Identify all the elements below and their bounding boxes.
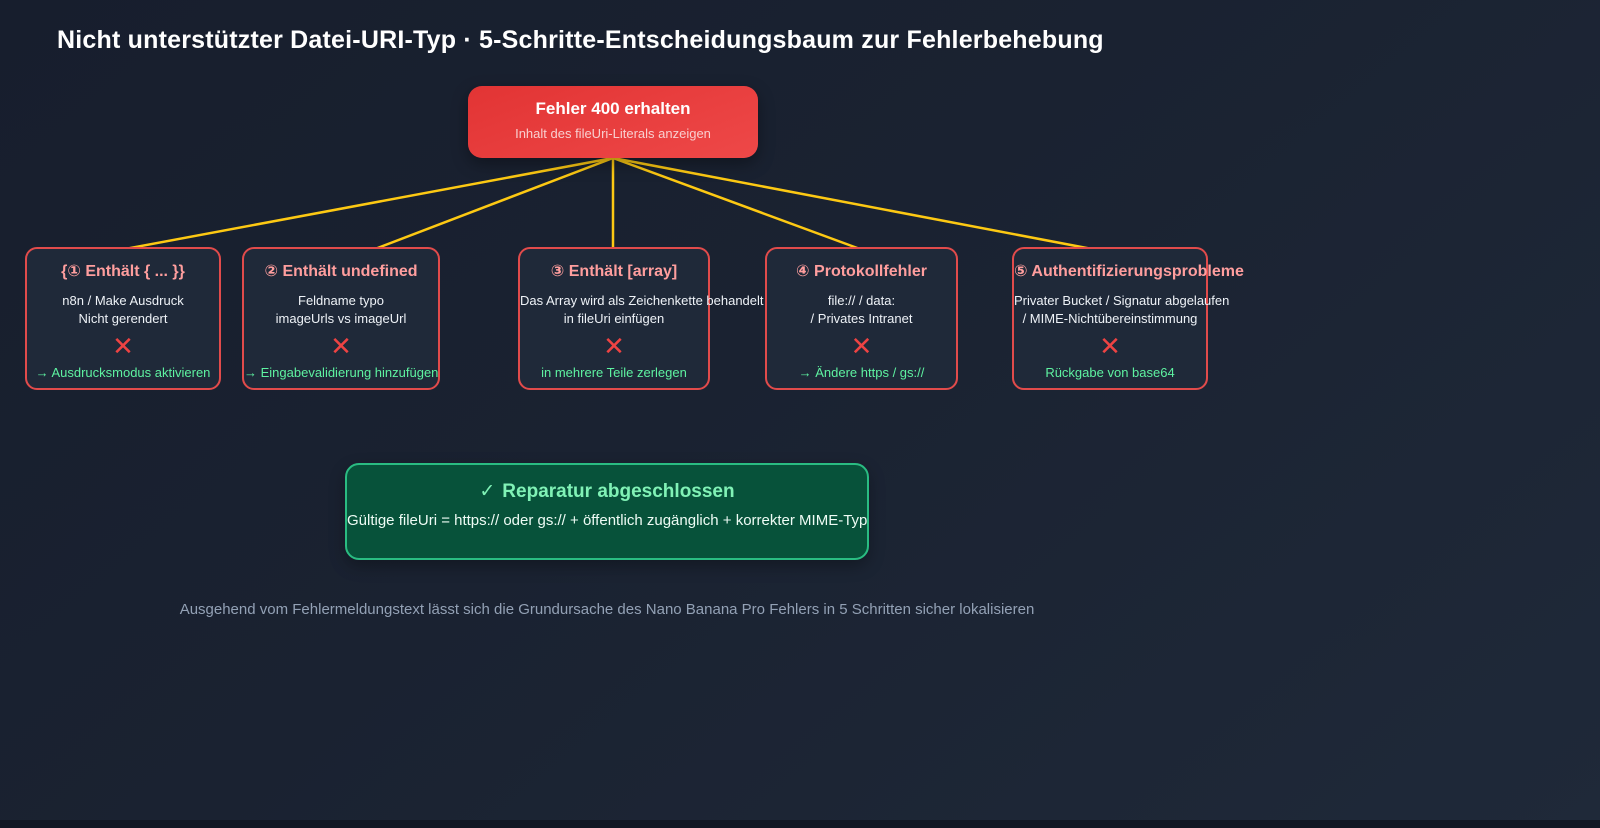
branch-node-2-undefined: ② Enthält undefined Feldname typo imageU… (242, 247, 440, 390)
page-title: Nicht unterstützter Datei-URI-Typ · 5-Sc… (57, 26, 1104, 54)
branch-title: ② Enthält undefined (264, 263, 418, 280)
branch-title: {① Enthält { ... }} (61, 263, 185, 280)
branch-detail-line: n8n / Make Ausdruck (62, 293, 184, 308)
fail-x-icon: ✕ (112, 331, 134, 361)
success-title-text: Reparatur abgeschlossen (502, 481, 735, 502)
fail-x-icon: ✕ (330, 331, 352, 361)
branch-detail-line: Feldname typo (298, 293, 384, 308)
connector-line-5 (611, 156, 1094, 251)
root-node-title: Fehler 400 erhalten (535, 99, 691, 118)
connector-line-2 (373, 156, 615, 251)
branch-title: ④ Protokollfehler (796, 263, 927, 280)
branch-node-5-auth: ⑤ Authentifizierungsprobleme Privater Bu… (1012, 247, 1244, 390)
branch-title: ⑤ Authentifizierungsprobleme (1014, 263, 1244, 280)
branch-node-4-protocol: ④ Protokollfehler file:// / data: / Priv… (765, 247, 958, 390)
branch-action: → Ausdrucksmodus aktivieren (35, 365, 211, 380)
connector-line-1 (123, 156, 615, 251)
branch-detail-line: imageUrls vs imageUrl (275, 310, 407, 326)
success-body: Gültige fileUri = https:// oder gs:// + … (347, 512, 868, 529)
branch-detail-line: Nicht gerendert (78, 310, 168, 326)
branch-detail-line: / Privates Intranet (810, 310, 913, 326)
branch-detail-line: in fileUri einfügen (563, 310, 665, 326)
footer-note: Ausgehend vom Fehlermeldungstext lässt s… (179, 601, 1035, 618)
fail-x-icon: ✕ (1099, 331, 1121, 361)
fail-x-icon: ✕ (603, 331, 625, 361)
branch-node-3-array: ③ Enthält [array] Das Array wird als Zei… (518, 247, 764, 390)
success-title: ✓ Reparatur abgeschlossen (347, 480, 867, 503)
bottom-edge (0, 820, 1600, 828)
branch-action: → Eingabevalidierung hinzufügen (244, 365, 439, 380)
branch-action: Rückgabe von base64 (1045, 365, 1175, 380)
branch-detail-line: Privater Bucket / Signatur abgelaufen (1014, 293, 1230, 308)
branch-action: → Ändere https / gs:// (798, 365, 925, 380)
branch-detail-line: file:// / data: (827, 293, 896, 308)
root-node-subtitle: Inhalt des fileUri-Literals anzeigen (515, 126, 711, 141)
root-node-error-400: Fehler 400 erhalten Inhalt des fileUri-L… (468, 86, 758, 158)
branch-title: ③ Enthält [array] (550, 263, 678, 280)
connector-line-4 (611, 156, 862, 251)
branch-action: in mehrere Teile zerlegen (541, 365, 687, 380)
branch-node-1-expression: {① Enthält { ... }} n8n / Make Ausdruck … (25, 247, 221, 390)
branch-detail-line: / MIME-Nichtübereinstimmung (1022, 310, 1198, 326)
success-node-repair-complete: ✓ Reparatur abgeschlossen Gültige fileUri… (345, 463, 869, 560)
branch-detail-line: Das Array wird als Zeichenkette behandel… (520, 293, 764, 308)
check-icon: ✓ (479, 481, 496, 502)
fail-x-icon: ✕ (850, 331, 873, 361)
